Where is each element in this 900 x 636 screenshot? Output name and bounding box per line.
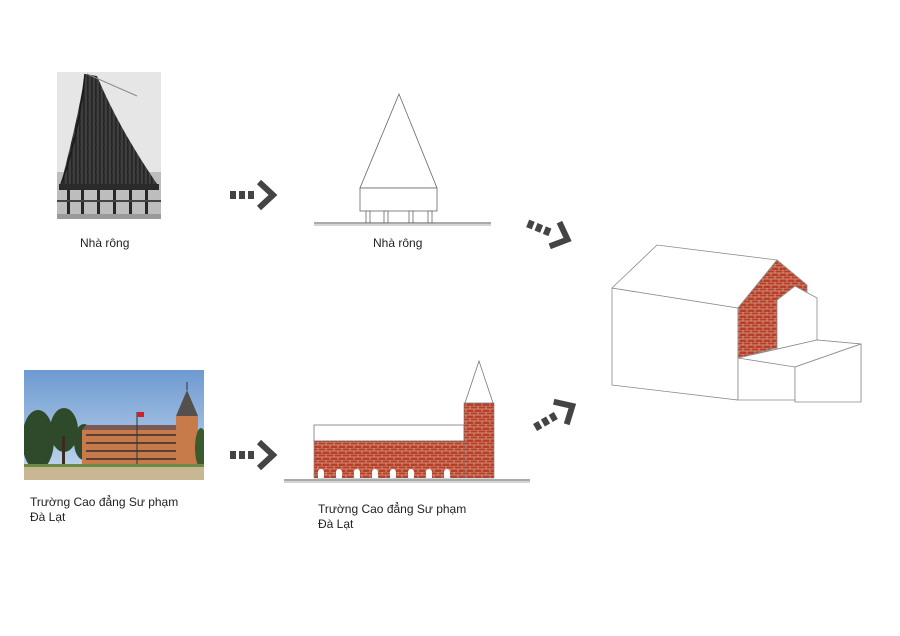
dashed-arrow-right-icon: [230, 440, 280, 472]
dalat-college-photo: [24, 370, 204, 480]
nha-rong-photo: [57, 72, 161, 219]
combined-3d-form: [605, 240, 870, 410]
dalat-college-drawing-caption: Trường Cao đẳng Sư phạm Đà Lạt: [318, 502, 466, 532]
nha-rong-line-drawing: [310, 92, 495, 228]
dashed-arrow-up-right-icon: [530, 398, 580, 434]
dalat-college-brick-drawing: [284, 358, 530, 488]
dashed-arrow-right-icon: [230, 180, 280, 212]
dalat-college-drawing-caption-line1: Trường Cao đẳng Sư phạm: [318, 502, 467, 516]
dashed-arrow-down-right-icon: [524, 214, 574, 250]
nha-rong-drawing-caption: Nhà rông: [373, 236, 423, 250]
dalat-college-photo-caption-line1: Trường Cao đẳng Sư phạm: [30, 495, 179, 509]
nha-rong-photo-caption: Nhà rông: [80, 236, 130, 250]
dalat-college-drawing-caption-line2: Đà Lạt: [318, 517, 354, 531]
dalat-college-photo-caption-line2: Đà Lạt: [30, 510, 66, 524]
dalat-college-photo-caption: Trường Cao đẳng Sư phạm Đà Lạt: [30, 495, 178, 525]
